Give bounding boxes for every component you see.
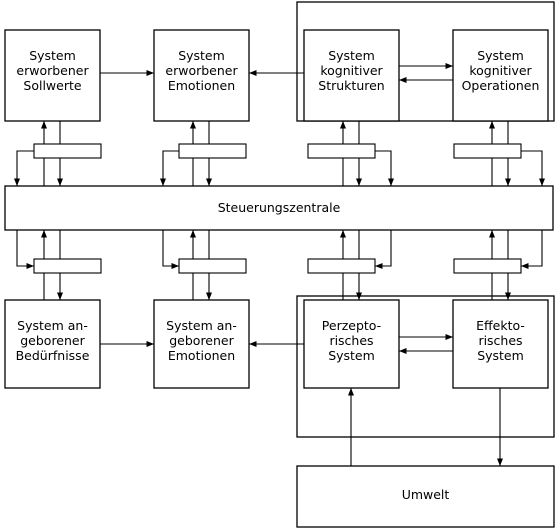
box-perzeptorisch-line-3: System — [328, 348, 375, 363]
box-beduerfnisse-line-3: Bedürfnisse — [16, 348, 90, 363]
box-steuerungszentrale: Steuerungszentrale — [4, 185, 554, 231]
box-erworbene-emotionen-line-2: erworbener — [165, 63, 238, 78]
slot-top-2 — [307, 143, 376, 159]
slot-bottom-1 — [178, 258, 247, 274]
connector-line-16 — [159, 150, 179, 186]
box-beduerfnisse-line-2: geborener — [20, 333, 85, 348]
box-effektorisch-line-2: risches — [478, 333, 522, 348]
channel-slots — [33, 143, 522, 274]
box-sollwerte-line-3: Sollwerte — [23, 78, 81, 93]
box-kognitive-operationen-line-1: System — [477, 48, 524, 63]
connector-line-28 — [521, 150, 546, 186]
connector-line-25 — [375, 230, 392, 270]
box-angeborene-emotionen-line-2: geborener — [169, 333, 234, 348]
box-kognitive-strukturen-line-3: Strukturen — [318, 78, 384, 93]
box-kognitive-operationen-line-2: kognitiver — [469, 63, 532, 78]
box-sollwerte-line-1: System — [29, 48, 76, 63]
slot-bottom-3 — [453, 258, 522, 274]
box-sollwerte: System erworbener Sollwerte — [4, 29, 101, 122]
connector-line-22 — [375, 150, 395, 186]
box-kognitive-strukturen-line-2: kognitiver — [320, 63, 383, 78]
connector-line-31 — [521, 230, 543, 270]
box-beduerfnisse-line-1: System an- — [17, 318, 88, 333]
connector-line-10 — [13, 150, 34, 186]
box-kognitive-operationen-line-3: Operationen — [462, 78, 540, 93]
cognitive-group-frame — [296, 1, 555, 122]
box-kognitive-strukturen-line-1: System — [328, 48, 375, 63]
connector-line-13 — [16, 230, 34, 270]
box-angeborene-emotionen-line-1: System an- — [166, 318, 237, 333]
box-umwelt-label: Umwelt — [402, 487, 450, 502]
box-erworbene-emotionen-line-3: Emotionen — [168, 78, 235, 93]
box-beduerfnisse: System an- geborener Bedürfnisse — [4, 299, 101, 389]
sensorimotor-group-frame — [296, 295, 555, 438]
box-perzeptorisch: Perzepto- risches System — [303, 299, 400, 389]
box-kognitive-strukturen: System kognitiver Strukturen — [303, 29, 400, 122]
slot-bottom-0 — [33, 258, 102, 274]
box-erworbene-emotionen: System erworbener Emotionen — [153, 29, 250, 122]
box-kognitive-operationen: System kognitiver Operationen — [452, 29, 549, 122]
slot-top-0 — [33, 143, 102, 159]
connector-line-19 — [162, 230, 179, 270]
box-steuerungszentrale-label: Steuerungszentrale — [218, 200, 341, 215]
slot-bottom-2 — [307, 258, 376, 274]
box-effektorisch-line-3: System — [477, 348, 524, 363]
box-effektorisch-line-1: Effekto- — [476, 318, 525, 333]
box-sollwerte-line-2: erworbener — [16, 63, 89, 78]
box-effektorisch: Effekto- risches System — [452, 299, 549, 389]
box-erworbene-emotionen-line-1: System — [178, 48, 225, 63]
slot-top-1 — [178, 143, 247, 159]
box-umwelt: Umwelt — [296, 465, 555, 528]
box-perzeptorisch-line-2: risches — [329, 333, 373, 348]
box-perzeptorisch-line-1: Perzepto- — [322, 318, 381, 333]
box-angeborene-emotionen: System an- geborener Emotionen — [153, 299, 250, 389]
slot-top-3 — [453, 143, 522, 159]
box-angeborene-emotionen-line-3: Emotionen — [168, 348, 235, 363]
